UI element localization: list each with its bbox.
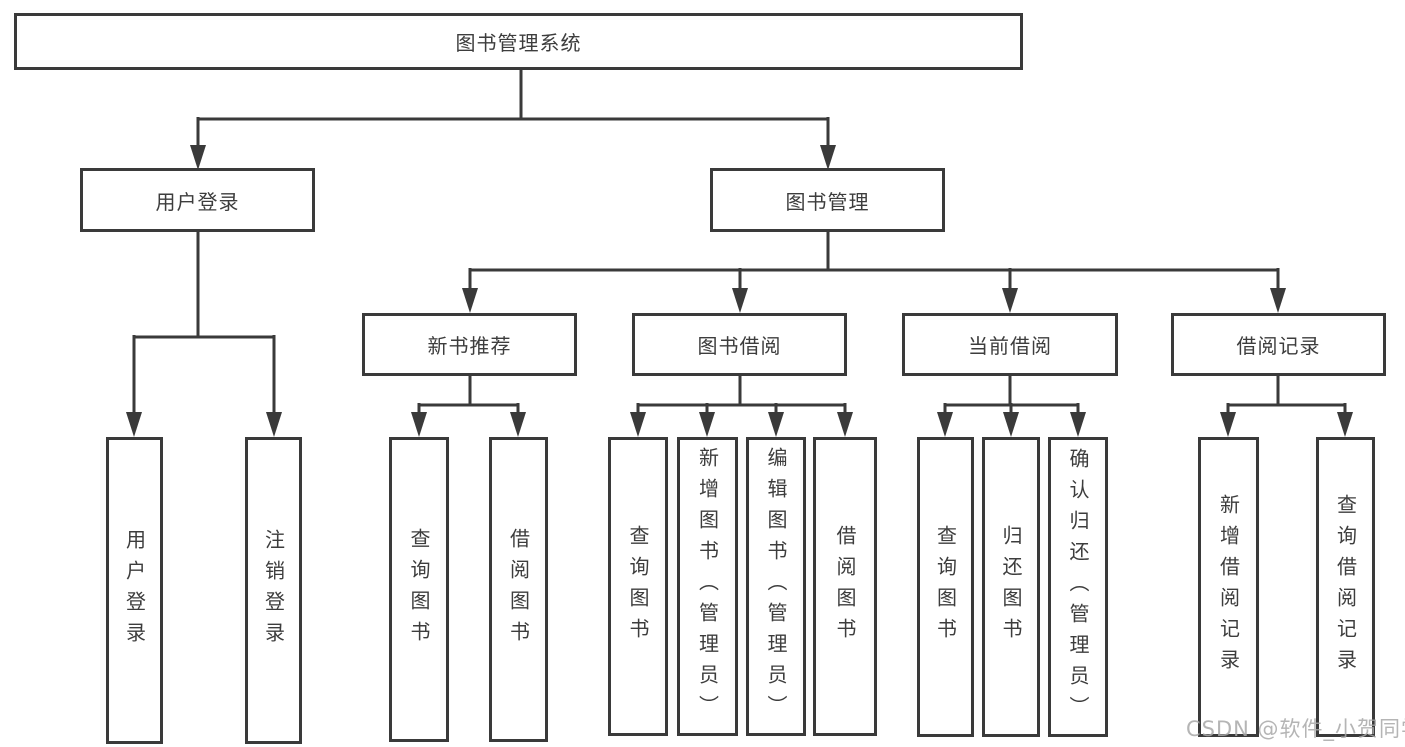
node-current-borrowing: 当前借阅 xyxy=(902,313,1118,376)
node-new-book-recommend: 新书推荐 xyxy=(362,313,577,376)
node-new-book-recommend-label: 新书推荐 xyxy=(427,334,512,358)
leaf-add-borrow-record-label: 新增借阅记录 xyxy=(1216,494,1241,680)
arrow-down-icon xyxy=(1220,412,1236,437)
leaf-confirm-return-admin: 确认归还（管理员） xyxy=(1048,437,1108,737)
arrow-down-icon xyxy=(1270,288,1286,313)
arrow-down-icon xyxy=(768,412,784,437)
arrow-down-icon xyxy=(1070,412,1086,437)
arrow-down-icon xyxy=(1337,412,1353,437)
leaf-query-borrow-record: 查询借阅记录 xyxy=(1316,437,1375,737)
arrow-down-icon xyxy=(630,412,646,437)
node-book-management: 图书管理 xyxy=(710,168,945,232)
node-root-label: 图书管理系统 xyxy=(455,31,582,55)
node-root: 图书管理系统 xyxy=(14,13,1023,70)
arrow-down-icon xyxy=(510,412,526,437)
arrow-down-icon xyxy=(411,412,427,437)
leaf-borrow-books-recommend: 借阅图书 xyxy=(489,437,548,742)
leaf-user-login-label: 用户登录 xyxy=(122,528,147,653)
arrow-down-icon xyxy=(937,412,953,437)
node-borrowing-records-label: 借阅记录 xyxy=(1236,334,1321,358)
node-user-login-label: 用户登录 xyxy=(155,189,240,214)
leaf-borrow-books: 借阅图书 xyxy=(813,437,877,736)
node-book-management-label: 图书管理 xyxy=(785,189,870,214)
leaf-logout: 注销登录 xyxy=(245,437,302,744)
leaf-query-books-current: 查询图书 xyxy=(917,437,974,737)
arrow-down-icon xyxy=(1003,412,1019,437)
leaf-query-books-borrow-label: 查询图书 xyxy=(626,524,650,649)
leaf-user-login: 用户登录 xyxy=(106,437,163,744)
arrow-down-icon xyxy=(1002,288,1018,313)
leaf-query-books-borrow: 查询图书 xyxy=(608,437,668,736)
leaf-logout-label: 注销登录 xyxy=(261,528,286,653)
leaf-add-borrow-record: 新增借阅记录 xyxy=(1198,437,1259,737)
arrow-down-icon xyxy=(732,288,748,313)
leaf-add-books-admin: 新增图书（管理员） xyxy=(677,437,738,736)
leaf-query-books-recommend: 查询图书 xyxy=(389,437,449,742)
leaf-borrow-books-recommend-label: 借阅图书 xyxy=(506,527,531,652)
leaf-query-books-current-label: 查询图书 xyxy=(933,525,958,649)
node-borrowing-records: 借阅记录 xyxy=(1171,313,1386,376)
arrow-down-icon xyxy=(190,145,206,170)
arrow-down-icon xyxy=(266,412,282,437)
leaf-query-books-recommend-label: 查询图书 xyxy=(407,527,431,652)
leaf-confirm-return-admin-label: 确认归还（管理员） xyxy=(1066,447,1090,727)
arrow-down-icon xyxy=(837,412,853,437)
leaf-edit-books-admin-label: 编辑图书（管理员） xyxy=(764,447,788,726)
arrow-down-icon xyxy=(126,412,142,437)
node-book-borrowing-label: 图书借阅 xyxy=(697,334,782,358)
leaf-return-books-label: 归还图书 xyxy=(999,525,1023,649)
csdn-watermark: CSDN @软件_小贺同学 xyxy=(1186,717,1405,741)
leaf-add-books-admin-label: 新增图书（管理员） xyxy=(695,447,720,726)
node-book-borrowing: 图书借阅 xyxy=(632,313,847,376)
leaf-edit-books-admin: 编辑图书（管理员） xyxy=(746,437,806,736)
leaf-return-books: 归还图书 xyxy=(982,437,1040,737)
arrow-down-icon xyxy=(462,288,478,313)
arrow-down-icon xyxy=(699,412,715,437)
leaf-query-borrow-record-label: 查询借阅记录 xyxy=(1333,494,1358,680)
leaf-borrow-books-label: 借阅图书 xyxy=(833,524,857,649)
arrow-down-icon xyxy=(820,145,836,170)
node-current-borrowing-label: 当前借阅 xyxy=(968,334,1052,358)
node-user-login: 用户登录 xyxy=(80,168,315,232)
